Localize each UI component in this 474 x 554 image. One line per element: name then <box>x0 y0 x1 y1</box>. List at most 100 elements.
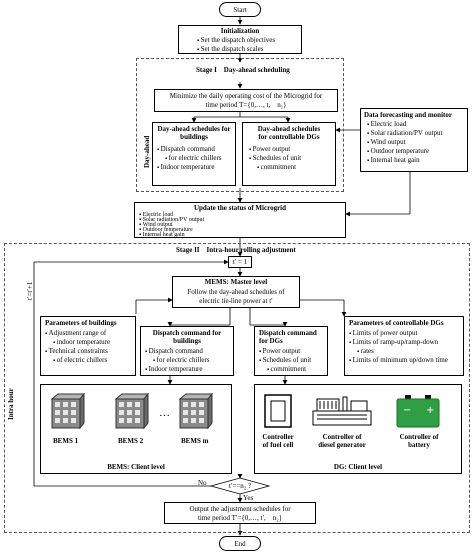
mems-box: MEMS: Master level Follow the day-ahead … <box>172 276 300 308</box>
params-buildings-title: Parameters of buildings <box>45 319 117 327</box>
dayahead-dgs-item: Schedules of unit <box>249 154 302 163</box>
dispatch-dgs-title: Dispatch command <box>259 329 317 337</box>
diesel-label: diesel generator <box>318 441 366 449</box>
bems-client-box: … BEMS 1 BEMS 2 BEMS m BEMS: Client leve… <box>40 384 232 474</box>
objective-line: time period T={0,…, t, n₁} <box>205 101 287 109</box>
bems-client-label: BEMS: Client level <box>107 463 165 471</box>
params-buildings-item: Technical constraints <box>45 347 110 356</box>
output-line: Output the adjustment schedules for <box>189 505 291 513</box>
update-item: Outdoor temperature <box>139 227 204 233</box>
battery-icon: − + <box>396 395 440 428</box>
forecast-title: Data forecasting and monitor <box>364 111 452 119</box>
update-item: Solar radiation/PV output <box>139 217 205 223</box>
dispatch-buildings-box: Dispatch command for buildings Dispatch … <box>140 326 234 376</box>
decision-text: t′==n₂ ? <box>228 482 252 490</box>
params-dgs-item: Limits of power output <box>349 329 448 338</box>
day-ahead-label: Day-ahead <box>143 135 151 168</box>
forecast-item: Solar radiation/PV output <box>367 129 443 138</box>
diesel-generator-icon <box>312 396 372 426</box>
dayahead-buildings-item: Indoor temperature <box>157 163 222 172</box>
mems-title: MEMS: Master level <box>204 278 268 286</box>
t-init-box: t′ = 1 <box>228 256 252 268</box>
dayahead-dgs-item: commitment <box>249 163 301 172</box>
decision-no-label: No <box>198 479 207 487</box>
diesel-label: Controller of <box>322 433 362 441</box>
start-label: Start <box>233 6 247 14</box>
dispatch-buildings-item: for electric chillers <box>145 356 210 365</box>
params-dgs-title: Parameters of controllable DGs <box>349 319 444 327</box>
svg-text:−: − <box>403 405 411 416</box>
dg-client-label: DG: Client level <box>333 463 383 471</box>
dg-client-box: − + Controller of fuel cell Controller o… <box>254 384 462 474</box>
params-buildings-item: of electric chillers <box>45 356 110 365</box>
params-buildings-item: Adjustment range of <box>45 329 110 338</box>
battery-label: Controller of <box>399 433 439 441</box>
fuel-cell-label: Controller <box>262 433 294 441</box>
start-terminal: Start <box>219 2 261 17</box>
building-icon <box>51 393 85 429</box>
end-label: End <box>234 540 246 548</box>
bems-label: BEMS 1 <box>53 437 79 445</box>
dayahead-buildings-item: Dispatch command <box>157 145 222 154</box>
forecast-box: Data forecasting and monitor Electric lo… <box>360 108 468 172</box>
params-dgs-box: Parameters of controllable DGs Limits of… <box>344 316 464 376</box>
update-item: Wind output <box>139 222 204 228</box>
svg-text:+: + <box>426 405 434 416</box>
dispatch-dgs-box: Dispatch command for DGs Power output Sc… <box>254 326 328 376</box>
objective-line: Minimize the daily operating cost of the… <box>169 92 323 100</box>
dayahead-buildings-title: Day-ahead schedules for <box>157 125 231 133</box>
dispatch-buildings-item: Indoor temperature <box>145 365 210 374</box>
stage1-title: Stage I Day-ahead scheduling <box>196 66 290 74</box>
init-item: Set the dispatch scales <box>197 45 275 54</box>
building-icon <box>179 393 213 429</box>
t-increment-label: t′=t′+1 <box>26 281 34 300</box>
update-status-title: Update the status of Microgrid <box>193 204 287 212</box>
dayahead-buildings-title: buildings <box>180 133 208 141</box>
dispatch-buildings-title: Dispatch command for <box>152 329 222 337</box>
t-init-text: t′ = 1 <box>232 258 248 266</box>
objective-box: Minimize the daily operating cost of the… <box>154 89 338 112</box>
decision-yes-label: Yes <box>243 494 254 502</box>
output-box: Output the adjustment schedules for time… <box>164 502 316 524</box>
battery-label: battery <box>408 441 430 449</box>
mems-text: electric tie-line power at t′ <box>199 297 273 305</box>
params-dgs-item: rates <box>349 347 448 356</box>
forecast-item: Wind output <box>367 138 442 147</box>
dayahead-dgs-box: Day-ahead schedules for controllable DGs… <box>242 122 336 186</box>
forecast-item: Electric load <box>367 120 442 129</box>
end-terminal: End <box>219 536 261 551</box>
dispatch-dgs-item: commitment <box>259 365 311 374</box>
update-item: Internal heat gain <box>139 232 204 238</box>
initialization-box: Initialization Set the dispatch objectiv… <box>178 25 302 54</box>
dispatch-buildings-item: Dispatch command <box>145 347 210 356</box>
bems-label: BEMS m <box>181 437 209 445</box>
dispatch-dgs-item: Power output <box>259 347 311 356</box>
initialization-title: Initialization <box>220 27 260 35</box>
dispatch-dgs-title: for DGs <box>259 337 283 345</box>
stage2-region <box>4 243 470 533</box>
update-status-box: Update the status of Microgrid Electric … <box>134 202 346 238</box>
dispatch-buildings-title: buildings <box>173 337 201 345</box>
params-dgs-item: Limits of ramp-up/ramp-down <box>349 338 448 347</box>
dispatch-dgs-item: Schedules of unit <box>259 356 312 365</box>
stage1-region <box>136 58 344 192</box>
forecast-item: Outdoor temperature <box>367 147 442 156</box>
fuel-cell-icon <box>264 394 292 428</box>
bems-dots: … <box>159 407 170 419</box>
building-icon <box>115 393 149 429</box>
dayahead-buildings-box: Day-ahead schedules for buildings Dispat… <box>152 122 236 186</box>
dayahead-buildings-item: for electric chillers <box>157 154 222 163</box>
dayahead-dgs-title: Day-ahead schedules <box>257 125 321 133</box>
dayahead-dgs-item: Power output <box>249 145 301 154</box>
init-item: Set the dispatch objectives <box>197 36 275 45</box>
fuel-cell-label: of fuel cell <box>262 441 294 449</box>
forecast-item: Internal heat gain <box>367 156 442 165</box>
stage2-title: Stage II Intra-hour rolling adjustment <box>176 246 296 254</box>
mems-text: Follow the day-ahead schedules of <box>187 288 285 296</box>
output-line: time period T′={0,…, t′, n₂} <box>197 514 283 522</box>
dayahead-dgs-title: for controllable DGs <box>258 133 320 141</box>
intra-hour-label: Intra hour <box>7 388 15 420</box>
bems-label: BEMS 2 <box>118 437 144 445</box>
params-dgs-item: Limits of minimum up/down time <box>349 356 448 365</box>
update-item: Electric load <box>139 212 204 218</box>
